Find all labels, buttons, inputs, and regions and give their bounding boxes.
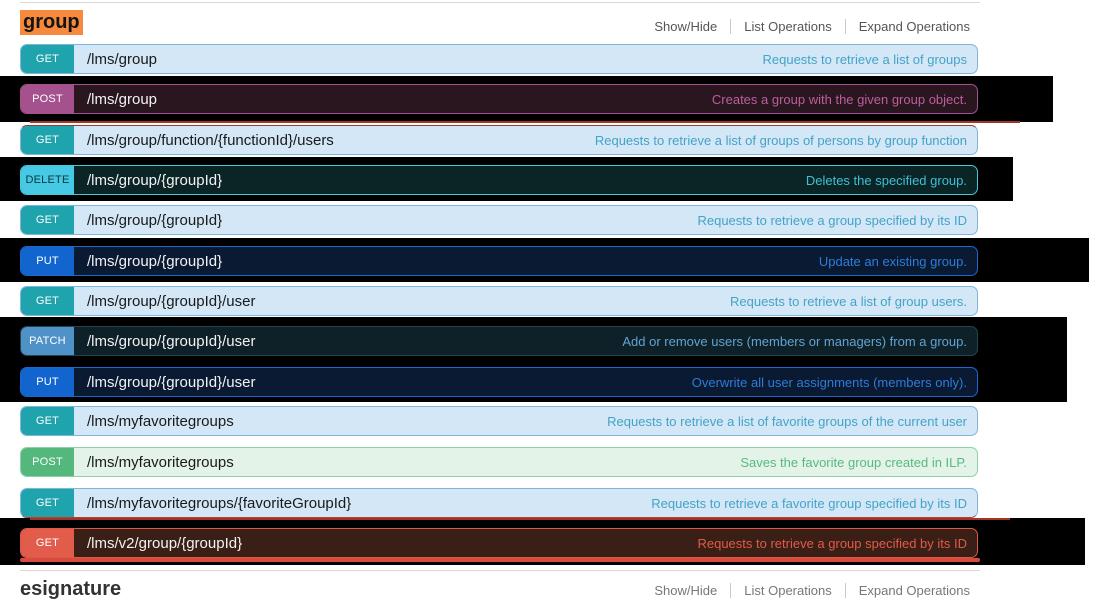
endpoint-path[interactable]: /lms/group/{groupId}/user bbox=[87, 373, 256, 391]
api-row[interactable]: GET /lms/group/{groupId}/user Requests t… bbox=[20, 286, 978, 316]
api-row[interactable]: POST /lms/group Creates a group with the… bbox=[20, 84, 978, 114]
http-method-badge: DELETE bbox=[21, 166, 74, 194]
resource-header-links-esignature: Show/Hide List Operations Expand Operati… bbox=[641, 583, 970, 598]
http-method-badge: GET bbox=[21, 287, 74, 315]
expand-operations-link[interactable]: Expand Operations bbox=[844, 583, 970, 598]
endpoint-path[interactable]: /lms/group/{groupId} bbox=[87, 252, 223, 270]
http-method-badge: GET bbox=[21, 529, 74, 557]
endpoint-description: Overwrite all user assignments (members … bbox=[691, 374, 967, 390]
endpoint-path[interactable]: /lms/group bbox=[87, 50, 158, 68]
endpoint-description: Requests to retrieve a group specified b… bbox=[697, 535, 967, 551]
endpoint-path[interactable]: /lms/group/{groupId} bbox=[87, 211, 223, 229]
endpoint-description: Deletes the specified group. bbox=[805, 172, 967, 188]
endpoint-path[interactable]: /lms/group bbox=[87, 90, 158, 108]
red-artifact-bar bbox=[20, 558, 980, 562]
http-method-badge: GET bbox=[21, 407, 74, 435]
show-hide-link[interactable]: Show/Hide bbox=[654, 19, 718, 34]
endpoint-description: Requests to retrieve a list of favorite … bbox=[607, 413, 967, 429]
api-row[interactable]: DELETE /lms/group/{groupId} Deletes the … bbox=[20, 165, 978, 195]
endpoint-description: Requests to retrieve a list of group use… bbox=[729, 293, 967, 309]
endpoint-description: Update an existing group. bbox=[818, 253, 967, 269]
list-operations-link[interactable]: List Operations bbox=[730, 583, 844, 598]
api-row[interactable]: PUT /lms/group/{groupId}/user Overwrite … bbox=[20, 367, 978, 397]
api-row[interactable]: GET /lms/myfavoritegroups/{favoriteGroup… bbox=[20, 488, 978, 518]
http-method-badge: PUT bbox=[21, 368, 74, 396]
http-method-badge: GET bbox=[21, 489, 74, 517]
resource-title-group[interactable]: group bbox=[20, 10, 83, 35]
api-row[interactable]: GET /lms/group Requests to retrieve a li… bbox=[20, 44, 978, 74]
resource-header-links: Show/Hide List Operations Expand Operati… bbox=[641, 19, 970, 34]
endpoint-description: Creates a group with the given group obj… bbox=[711, 91, 967, 107]
endpoint-description: Add or remove users (members or managers… bbox=[622, 333, 967, 349]
endpoint-path[interactable]: /lms/group/{groupId} bbox=[87, 171, 223, 189]
endpoint-path[interactable]: /lms/myfavoritegroups bbox=[87, 412, 234, 430]
api-row[interactable]: PATCH /lms/group/{groupId}/user Add or r… bbox=[20, 326, 978, 356]
api-row[interactable]: GET /lms/v2/group/{groupId} Requests to … bbox=[20, 528, 978, 558]
api-row[interactable]: POST /lms/myfavoritegroups Saves the fav… bbox=[20, 447, 978, 477]
http-method-badge: POST bbox=[21, 85, 74, 113]
http-method-badge: PUT bbox=[21, 247, 74, 275]
http-method-badge: GET bbox=[21, 45, 74, 73]
http-method-badge: GET bbox=[21, 126, 74, 154]
api-row[interactable]: PUT /lms/group/{groupId} Update an exist… bbox=[20, 246, 978, 276]
red-artifact-line-top bbox=[30, 121, 1020, 123]
api-row[interactable]: GET /lms/myfavoritegroups Requests to re… bbox=[20, 406, 978, 436]
top-divider bbox=[20, 2, 980, 3]
endpoint-path[interactable]: /lms/myfavoritegroups bbox=[87, 453, 234, 471]
endpoint-path[interactable]: /lms/group/{groupId}/user bbox=[87, 292, 256, 310]
endpoint-description: Requests to retrieve a favorite group sp… bbox=[651, 495, 967, 511]
http-method-badge: PATCH bbox=[21, 327, 74, 355]
api-row[interactable]: GET /lms/group/function/{functionId}/use… bbox=[20, 125, 978, 155]
red-artifact-line-bottom bbox=[30, 518, 1010, 520]
section-divider bbox=[20, 570, 980, 571]
show-hide-link[interactable]: Show/Hide bbox=[654, 583, 718, 598]
expand-operations-link[interactable]: Expand Operations bbox=[844, 19, 970, 34]
endpoint-path[interactable]: /lms/myfavoritegroups/{favoriteGroupId} bbox=[87, 494, 352, 512]
endpoint-description: Requests to retrieve a list of groups bbox=[762, 51, 968, 67]
list-operations-link[interactable]: List Operations bbox=[730, 19, 844, 34]
endpoint-description: Saves the favorite group created in ILP. bbox=[740, 454, 967, 470]
endpoint-description: Requests to retrieve a list of groups of… bbox=[594, 132, 967, 148]
endpoint-path[interactable]: /lms/group/{groupId}/user bbox=[87, 332, 256, 350]
endpoint-path[interactable]: /lms/v2/group/{groupId} bbox=[87, 534, 243, 552]
http-method-badge: POST bbox=[21, 448, 74, 476]
endpoint-path[interactable]: /lms/group/function/{functionId}/users bbox=[87, 131, 334, 149]
api-row[interactable]: GET /lms/group/{groupId} Requests to ret… bbox=[20, 205, 978, 235]
endpoint-description: Requests to retrieve a group specified b… bbox=[697, 212, 967, 228]
http-method-badge: GET bbox=[21, 206, 74, 234]
